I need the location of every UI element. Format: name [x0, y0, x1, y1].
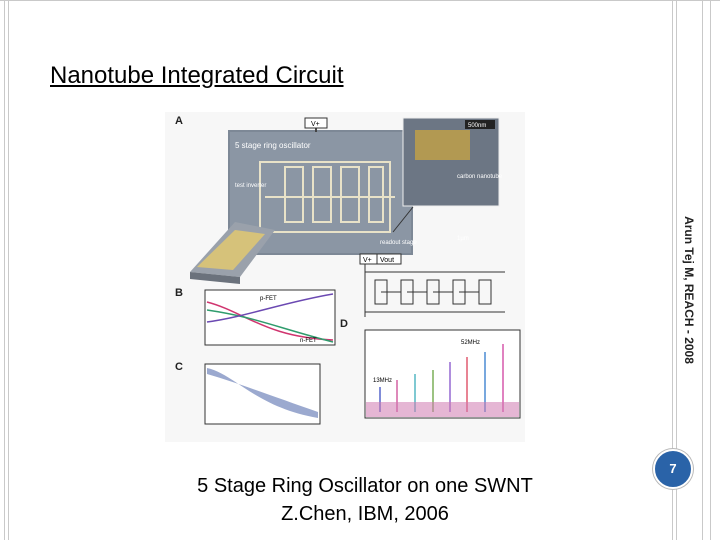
scale-bar-label: 500nm	[468, 123, 486, 129]
panel-b-label: B	[175, 287, 183, 299]
panel-b-curve-1	[206, 301, 334, 341]
ring-oscillator-figure: A 5 stage ring oscillator test inverter …	[165, 112, 525, 442]
figure-svg: A 5 stage ring oscillator test inverter …	[175, 115, 521, 425]
scale-bar-box	[465, 120, 495, 129]
caption-line-1: 5 Stage Ring Oscillator on one SWNT	[197, 475, 533, 497]
author-side-label: Arun Tej M, REACH - 2008	[679, 190, 699, 390]
vplus-box	[304, 117, 328, 129]
vout-label: Vout	[380, 257, 394, 264]
inset-electrode	[415, 130, 470, 160]
slide-title: Nanotube Integrated Circuit	[50, 62, 344, 89]
nfet-label: n-FET	[300, 338, 317, 344]
device-3d-electrode	[197, 230, 265, 270]
vplus-top-label: V+	[311, 121, 320, 128]
panel-b-curve-2	[206, 309, 334, 343]
panel-b-curve-3	[206, 293, 334, 323]
panel-a-label: A	[175, 115, 183, 127]
figure-caption: 5 Stage Ring Oscillator on one SWNT Z.Ch…	[130, 472, 600, 528]
frame-line-right-1	[672, 0, 673, 540]
panel-c-shaded	[207, 368, 318, 418]
vplus-pin	[315, 126, 317, 132]
frame-line-left-outer	[4, 0, 5, 540]
osc-label: 5 stage ring oscillator	[235, 141, 311, 150]
panel-d-label: D	[340, 318, 348, 330]
caption-line-2: Z.Chen, IBM, 2006	[281, 503, 449, 525]
um-label: 1µm	[457, 236, 469, 242]
panel-c-label: C	[175, 361, 183, 373]
freq-lo-label: 13MHz	[373, 378, 392, 384]
vout-box	[376, 253, 402, 265]
author-side-label-text: Arun Tej M, REACH - 2008	[682, 216, 696, 364]
page-number-badge: 7	[653, 449, 693, 489]
vplus-mid-label: V+	[363, 257, 372, 264]
panel-b-plot	[204, 289, 336, 346]
device-3d-side	[190, 272, 240, 284]
frame-line-top	[0, 0, 720, 1]
circuit-schematic	[364, 264, 505, 317]
pfet-label: p-FET	[260, 296, 277, 302]
inset-connector	[392, 206, 414, 233]
frame-line-right-4	[710, 0, 711, 540]
freq-hi-label: 52MHz	[461, 340, 480, 346]
noise-floor	[366, 402, 519, 417]
test-inverter-label: test inverter	[235, 183, 266, 189]
cnt-label: carbon nanotube	[457, 174, 503, 180]
frame-line-right-2	[676, 0, 677, 540]
readout-label: readout stage	[380, 240, 417, 246]
electrode-pattern	[259, 161, 395, 233]
frame-line-right-3	[702, 0, 703, 540]
frame-line-left-inner	[8, 0, 9, 540]
